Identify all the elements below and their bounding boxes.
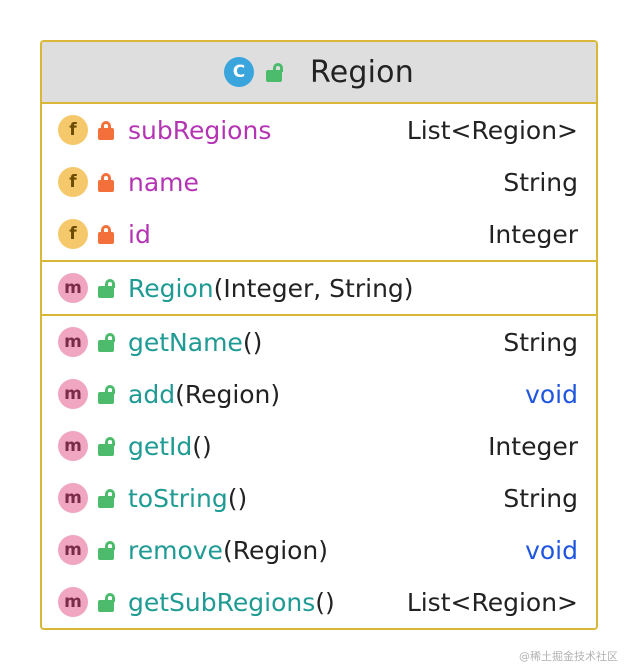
method-name: getSubRegions	[128, 587, 316, 617]
method-return-type: void	[525, 535, 578, 565]
method-row[interactable]: m getName () String	[42, 316, 596, 368]
method-params: (Region)	[175, 379, 281, 409]
method-row[interactable]: m toString () String	[42, 472, 596, 524]
method-return-type: Integer	[488, 431, 578, 461]
constructors-section: m Region (Integer, String)	[42, 262, 596, 316]
methods-section: m getName () String m add (Region) void …	[42, 316, 596, 628]
locked-icon	[96, 223, 116, 245]
uml-class-box: C Region f subRegions List<Region> f nam…	[40, 40, 598, 630]
unlocked-icon	[96, 487, 116, 509]
method-params: ()	[315, 587, 335, 617]
unlocked-icon	[96, 435, 116, 457]
field-type: String	[503, 167, 578, 197]
unlocked-icon	[96, 277, 116, 299]
locked-icon	[96, 171, 116, 193]
field-name: id	[128, 219, 151, 249]
class-badge-icon: C	[224, 57, 255, 87]
method-return-type: String	[503, 483, 578, 513]
method-row[interactable]: m add (Region) void	[42, 368, 596, 420]
method-row[interactable]: m getId () Integer	[42, 420, 596, 472]
watermark-text: @稀土掘金技术社区	[519, 650, 618, 663]
method-return-type: String	[503, 327, 578, 357]
method-icon: m	[58, 535, 88, 565]
fields-section: f subRegions List<Region> f name String …	[42, 104, 596, 262]
field-row[interactable]: f id Integer	[42, 208, 596, 260]
method-name: getName	[128, 327, 243, 357]
class-title: Region	[310, 54, 414, 90]
field-row[interactable]: f name String	[42, 156, 596, 208]
unlocked-icon	[96, 331, 116, 353]
method-icon: m	[58, 483, 88, 513]
method-icon: m	[58, 431, 88, 461]
unlocked-icon	[264, 61, 284, 83]
field-type: Integer	[488, 219, 578, 249]
method-icon: m	[58, 273, 88, 303]
field-type: List<Region>	[406, 115, 578, 145]
method-params: ()	[227, 483, 248, 513]
field-icon: f	[58, 115, 88, 145]
constructor-params: (Integer, String)	[213, 273, 414, 303]
method-params: ()	[242, 327, 263, 357]
constructor-row[interactable]: m Region (Integer, String)	[42, 262, 596, 314]
unlocked-icon	[96, 539, 116, 561]
method-return-type: void	[525, 379, 578, 409]
method-name: toString	[128, 483, 228, 513]
method-icon: m	[58, 587, 88, 617]
method-params: (Region)	[222, 535, 329, 565]
class-header: C Region	[42, 42, 596, 104]
method-return-type: List<Region>	[406, 587, 578, 617]
method-row[interactable]: m remove (Region) void	[42, 524, 596, 576]
unlocked-icon	[96, 383, 116, 405]
field-row[interactable]: f subRegions List<Region>	[42, 104, 596, 156]
unlocked-icon	[96, 591, 116, 613]
method-name: add	[128, 379, 176, 409]
method-icon: m	[58, 379, 88, 409]
locked-icon	[96, 119, 116, 141]
method-params: ()	[192, 431, 212, 461]
method-row[interactable]: m getSubRegions () List<Region>	[42, 576, 596, 628]
field-icon: f	[58, 219, 88, 249]
field-name: subRegions	[128, 115, 272, 145]
field-icon: f	[58, 167, 88, 197]
method-icon: m	[58, 327, 88, 357]
method-name: getId	[128, 431, 193, 461]
constructor-name: Region	[128, 273, 214, 303]
method-name: remove	[128, 535, 223, 565]
field-name: name	[128, 167, 199, 197]
